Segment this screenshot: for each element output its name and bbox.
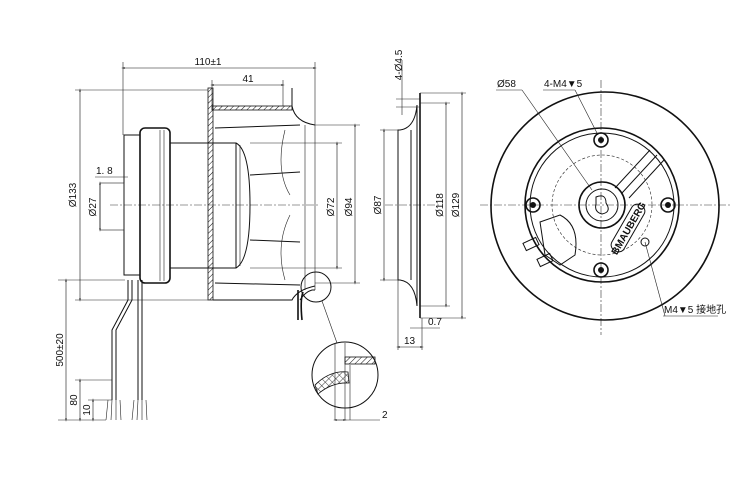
dim-outer-diameter: Ø133 [68,182,79,207]
dim-strip-10: 10 [82,404,93,416]
dim-impeller-depth: 41 [242,74,254,85]
dim-ring-thickness: 0.7 [428,317,442,328]
inlet-ring-view: Ø87 Ø118 Ø129 4-Ø4.5 0.7 13 [373,49,466,350]
dim-ring-depth: 13 [404,336,416,347]
motor-flange [139,127,171,284]
hub [578,181,626,229]
dim-ring-outer: Ø129 [451,192,462,217]
dim-strip-80: 80 [69,394,80,406]
cable-channel [614,149,665,199]
cable-2 [137,280,143,400]
cable-1 [111,280,133,400]
blade [249,171,301,176]
connector-box [539,214,577,266]
impeller-shroud [211,105,293,111]
dim-shaft-diameter: Ø27 [88,197,99,216]
fan-logo-icon [595,195,609,215]
dim-diameter-72: Ø72 [326,197,337,216]
impeller-inlet-curve [291,88,316,126]
dim-shaft-offset: 1. 8 [96,166,113,177]
label-hub-diameter: Ø58 [497,79,516,90]
mount-holes [525,132,676,278]
label-ground-hole: M4▼5 接地孔 [664,303,726,316]
dim-detail-gap: 2 [382,410,388,421]
dim-cable-length: 500±20 [55,333,66,367]
nameplate: BMAUBERG [610,200,649,257]
dim-bolt-circle: Ø118 [435,193,446,217]
motor-front-dome [235,142,251,269]
motor-body [169,142,237,269]
dim-overall-length: 110±1 [195,57,222,68]
dim-ring-holes: 4-Ø4.5 [394,49,405,80]
ring-hub [397,104,418,307]
detail-view: 2 [311,341,388,421]
dim-ring-inner: Ø87 [373,195,384,214]
outer-ring [490,91,720,321]
blade [214,282,301,286]
motor-face [524,127,680,283]
side-view: 110±1 41 Ø133 Ø27 1. 8 Ø72 Ø94 500±20 80… [55,57,388,422]
blade [249,239,301,243]
ground-hole [640,237,650,247]
dim-diameter-94: Ø94 [344,197,355,216]
blade [214,124,301,129]
front-view: BMAUBERG Ø58 4-M4▼5 M4▼5 接地孔 [480,79,730,335]
impeller-backplate [207,87,214,301]
detail-marker-circle [300,271,332,303]
nameplate-text: BMAUBERG [610,200,649,257]
label-mount-holes: 4-M4▼5 [544,79,583,90]
